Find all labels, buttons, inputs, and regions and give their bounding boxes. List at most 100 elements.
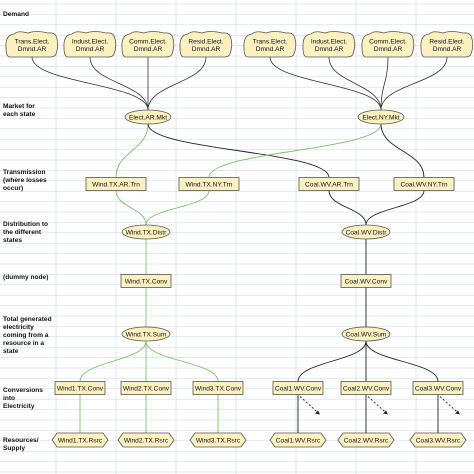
node-label: Wind1.TX.Conv [57, 385, 104, 392]
node-label: Coal1.WV.Rsrc [276, 437, 321, 444]
emission-arrowhead [455, 410, 460, 415]
node-label: Resid.Elect.Dmnd.AR [429, 39, 464, 54]
node-label: Trans.Elect.Dmnd.AR [15, 39, 50, 54]
demand-node[interactable]: Trans.Elect.Dmnd.AR [243, 31, 297, 58]
conversion-node[interactable]: Coal2.WV.Conv [340, 381, 392, 395]
node-hexagon [51, 432, 109, 448]
resource-node[interactable]: Wind3.TX.Rsrc [189, 432, 247, 448]
row-label-dummy: (dummy node) [3, 274, 48, 281]
node-label: Wind2.TX.Conv [123, 385, 170, 392]
node-label: Trans.Elect.Dmnd.AR [253, 39, 288, 54]
node-label: Coal.WV.AR.Trn [305, 181, 353, 188]
row-label-market: Market for each state [3, 103, 37, 118]
resource-node[interactable]: Coal2.WV.Rsrc [337, 432, 395, 448]
resource-node[interactable]: Coal3.WV.Rsrc [409, 432, 467, 448]
transmission-node[interactable]: Coal.WV.NY.Trn [393, 177, 455, 191]
sum-conversion-edge [365, 340, 439, 382]
row-label-transmission: Transmission (where losses occur) [3, 169, 48, 192]
node-label: Coal.WV.Sum [346, 331, 387, 338]
node-box [54, 381, 106, 395]
node-label: Elect.NY.Mkt [362, 114, 399, 121]
node-box [192, 381, 244, 395]
node-label: Resid.Elect.Dmnd.AR [188, 39, 223, 54]
node-ellipse [121, 326, 171, 342]
sum-node[interactable]: Coal.WV.Sum [341, 326, 391, 342]
demand-node[interactable]: Resid.Elect.Dmnd.AR [179, 31, 233, 58]
sum-conversion-edge [145, 340, 219, 382]
node-box [340, 381, 392, 395]
node-ellipse [341, 326, 391, 342]
row-label-resources: Resources/ Supply [3, 437, 40, 452]
row-label-demand: Demand [3, 11, 29, 18]
dummy-node[interactable]: Wind.TX.Conv [120, 274, 172, 288]
node-cloud [420, 31, 474, 58]
node-label: Elect.AR.Mkt [129, 114, 167, 121]
demand-node[interactable]: Indust.Elect.Dmnd.AR [63, 31, 117, 58]
demand-market-edge [89, 56, 149, 111]
sum-conversion-edge [297, 340, 367, 382]
node-cloud [121, 31, 175, 58]
node-label: Coal.WV.Conv [345, 278, 388, 285]
node-label: Wind3.TX.Conv [195, 385, 242, 392]
conversion-node[interactable]: Coal1.WV.Conv [272, 381, 324, 395]
emission-dashed-arrow [299, 396, 321, 415]
node-label: Wind.TX.Distr [126, 229, 167, 236]
conversion-node[interactable]: Wind3.TX.Conv [192, 381, 244, 395]
demand-node[interactable]: Trans.Elect.Dmnd.AR [5, 31, 59, 58]
node-hexagon [117, 432, 175, 448]
node-label: Comm.Elect.Dmnd.AR [369, 39, 407, 54]
transmission-node[interactable]: Wind.TX.AR.Trn [85, 177, 147, 191]
market-node[interactable]: Elect.AR.Mkt [124, 109, 172, 125]
node-label: Wind.TX.AR.Trn [92, 181, 140, 188]
resource-node[interactable]: Coal1.WV.Rsrc [269, 432, 327, 448]
demand-node[interactable]: Comm.Elect.Dmnd.AR [361, 31, 415, 58]
resource-node[interactable]: Wind2.TX.Rsrc [117, 432, 175, 448]
demand-market-edge [269, 56, 382, 111]
node-label: Indust.Elect.Dmnd.AR [72, 39, 108, 54]
transmission-distribution-edge [365, 190, 425, 226]
node-cloud [179, 31, 233, 58]
node-ellipse [357, 109, 405, 125]
node-cloud [243, 31, 297, 58]
distribution-node[interactable]: Coal.WV.Distr [341, 224, 391, 240]
resource-node[interactable]: Wind1.TX.Rsrc [51, 432, 109, 448]
sum-node[interactable]: Wind.TX.Sum [121, 326, 171, 342]
node-hexagon [337, 432, 395, 448]
node-label: Wind2.TX.Rsrc [124, 437, 169, 444]
node-hexagon [409, 432, 467, 448]
row-label-conversion: Conversions into Electricity [3, 387, 45, 410]
node-label: Comm.Elect.Dmnd.AR [129, 39, 167, 54]
market-transmission-edge [115, 123, 149, 178]
node-box [298, 177, 360, 191]
demand-node[interactable]: Comm.Elect.Dmnd.AR [121, 31, 175, 58]
node-cloud [361, 31, 415, 58]
conversion-node[interactable]: Wind1.TX.Conv [54, 381, 106, 395]
node-hexagon [269, 432, 327, 448]
row-label-total: Total generated electricity coming from … [3, 316, 53, 355]
conversion-node[interactable]: Coal3.WV.Conv [412, 381, 464, 395]
demand-market-edge [328, 56, 382, 111]
market-node[interactable]: Elect.NY.Mkt [357, 109, 405, 125]
node-box [120, 381, 172, 395]
node-label: Coal3.WV.Rsrc [416, 437, 461, 444]
market-transmission-edge [208, 123, 382, 178]
demand-node[interactable]: Resid.Elect.Dmnd.AR [420, 31, 474, 58]
dummy-node[interactable]: Coal.WV.Conv [340, 274, 392, 288]
node-label: Coal2.WV.Rsrc [344, 437, 389, 444]
transmission-node[interactable]: Wind.TX.NY.Trn [178, 177, 240, 191]
row-labels: Demand Market for each state Transmissio… [3, 11, 53, 452]
demand-node[interactable]: Indust.Elect.Dmnd.AR [302, 31, 356, 58]
node-label: Wind.TX.Conv [125, 278, 168, 285]
node-label: Coal1.WV.Conv [275, 385, 322, 392]
demand-market-edge [380, 56, 448, 111]
node-box [178, 177, 240, 191]
node-label: Wind3.TX.Rsrc [196, 437, 241, 444]
transmission-node[interactable]: Coal.WV.AR.Trn [298, 177, 360, 191]
sum-conversion-edge [79, 340, 147, 382]
distribution-node[interactable]: Wind.TX.Distr [121, 224, 171, 240]
node-label: Indust.Elect.Dmnd.AR [311, 39, 347, 54]
node-label: Coal3.WV.Conv [415, 385, 462, 392]
node-hexagon [189, 432, 247, 448]
conversion-node[interactable]: Wind2.TX.Conv [120, 381, 172, 395]
